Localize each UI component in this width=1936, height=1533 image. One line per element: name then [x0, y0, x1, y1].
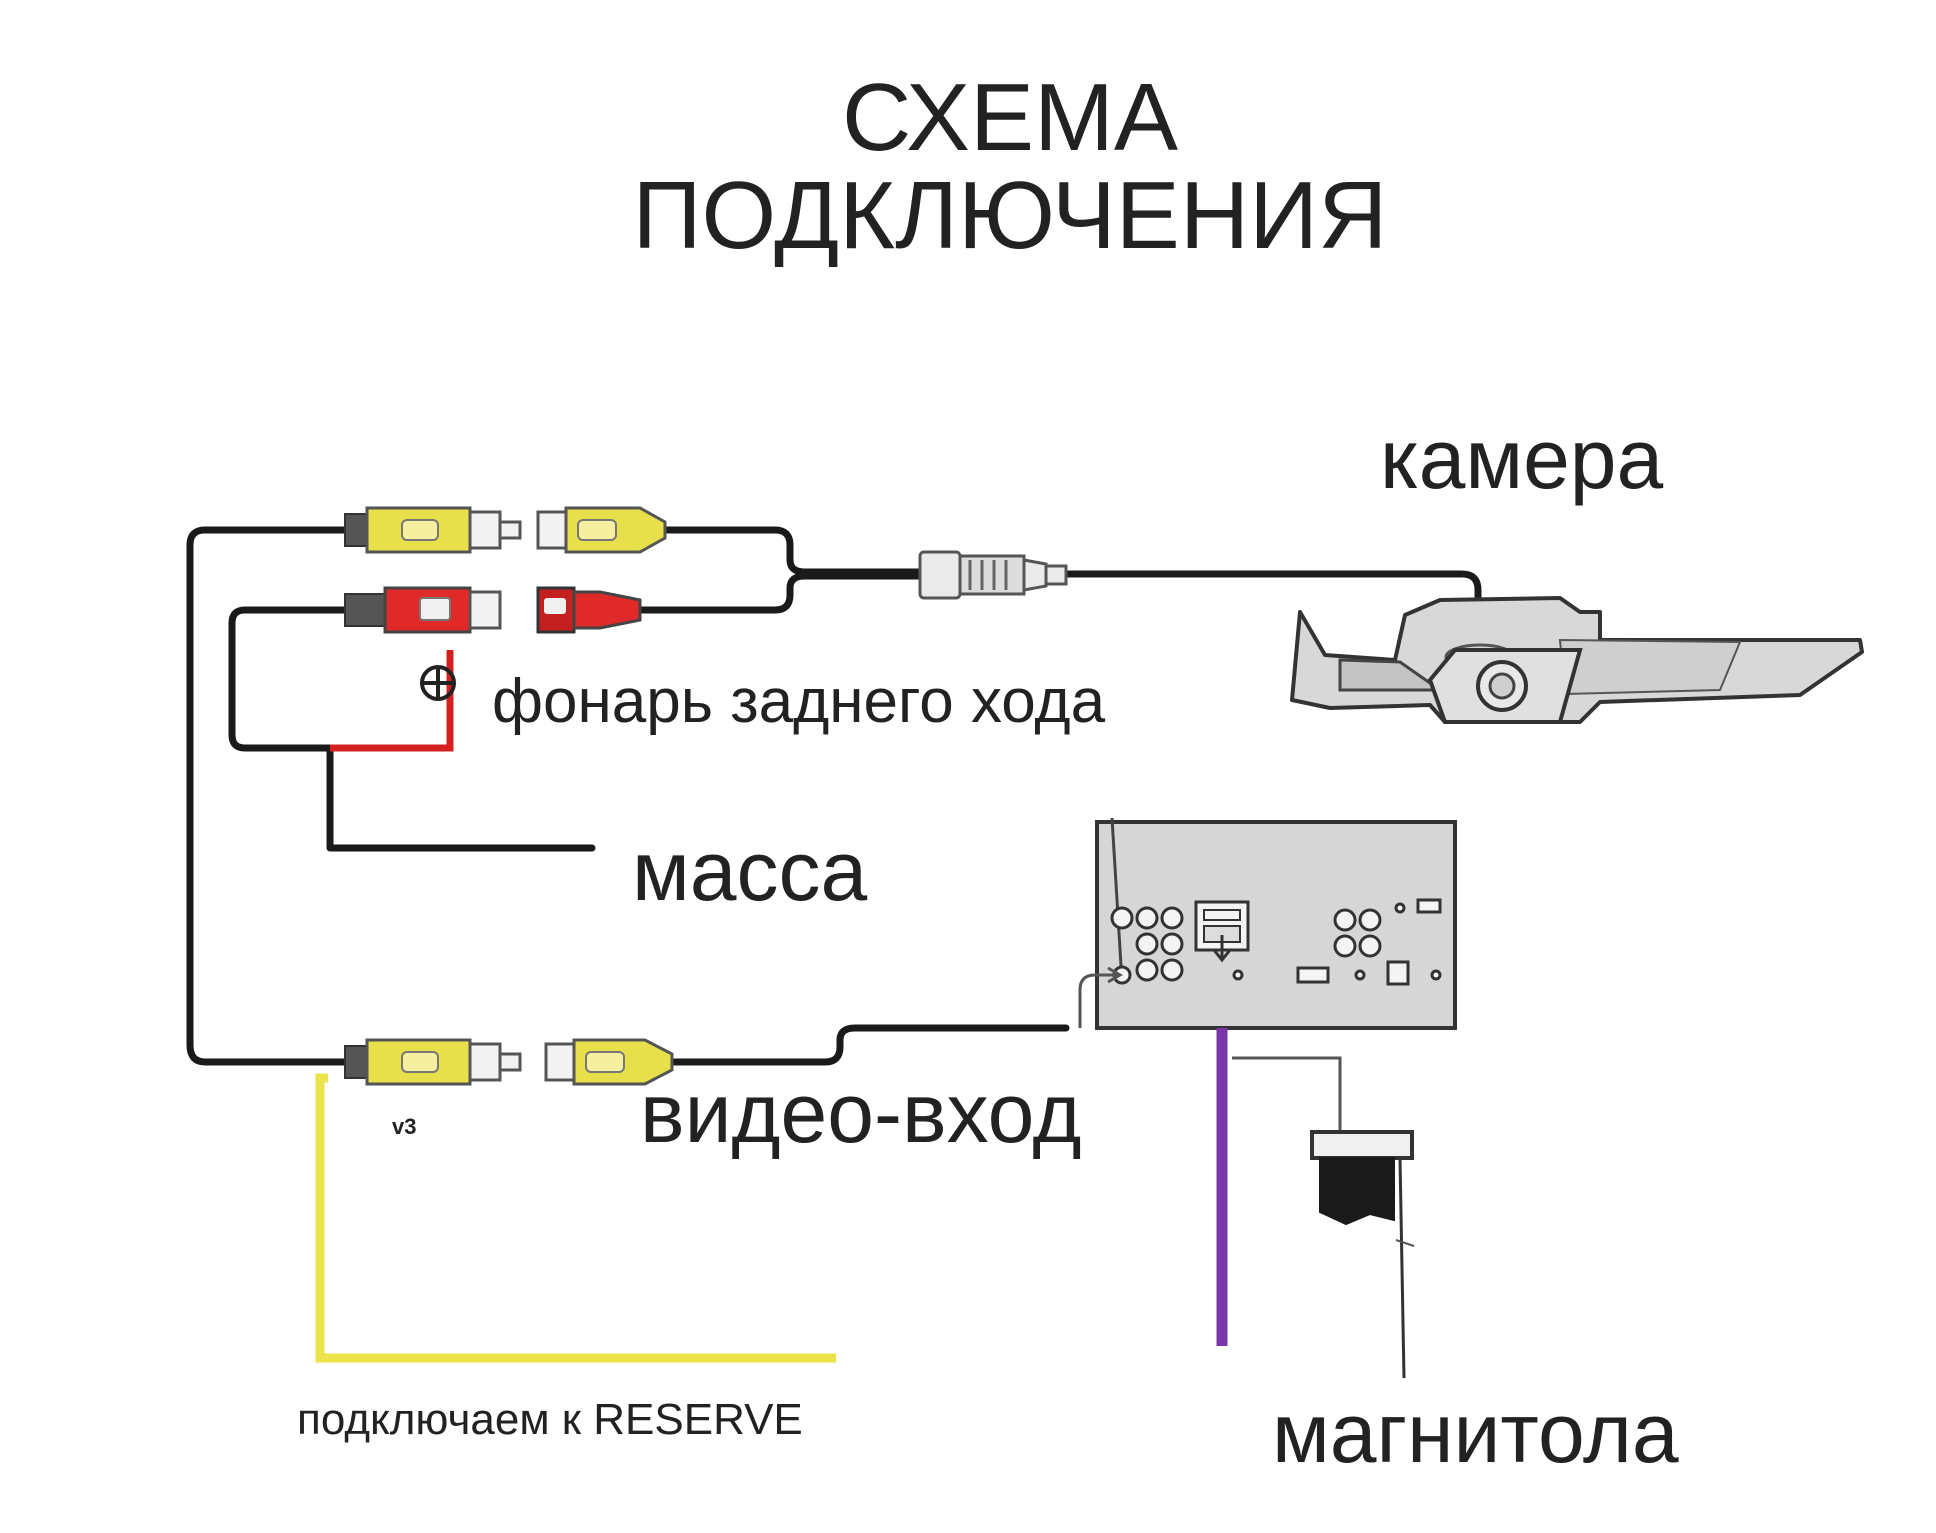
- video-input-wire: [668, 1024, 1070, 1066]
- label-camera: камера: [1380, 412, 1663, 506]
- input-arrow: [1078, 973, 1118, 1028]
- camera-power-branch: [636, 572, 924, 614]
- camera-video-branch: [661, 526, 924, 576]
- camera-device: [1290, 596, 1864, 724]
- reserve-wire: [315, 1073, 836, 1363]
- rca-socket-red-right: [536, 586, 642, 634]
- label-reverse-light: фонарь заднего хода: [492, 667, 1106, 736]
- rca-socket-yellow-bottom-right: [544, 1038, 674, 1086]
- label-reserve: подключаем к RESERVE: [297, 1395, 803, 1444]
- label-ground: масса: [632, 824, 867, 918]
- video-cable-wire: [186, 526, 349, 1066]
- rca-plug-yellow-top-left: [344, 506, 522, 554]
- label-v3: v3: [392, 1114, 416, 1139]
- title-line-1: СХЕМА: [842, 64, 1178, 171]
- wires: [186, 526, 1482, 1066]
- gray-wire: [1232, 1056, 1342, 1132]
- rca-plug-yellow-bottom-left: [344, 1038, 522, 1086]
- title-line-2: ПОДКЛЮЧЕНИЯ: [633, 162, 1388, 269]
- rca-socket-yellow-top-right: [536, 506, 667, 554]
- plus-in-circle-icon: [420, 665, 456, 701]
- ground-wire: [326, 744, 596, 852]
- head-unit-device: [1095, 817, 1457, 1030]
- label-video-input: видео-вход: [640, 1066, 1082, 1160]
- cable-splitter-connector: [918, 550, 1068, 600]
- rca-plug-red-left: [344, 586, 502, 634]
- input-arrow-head: [1107, 966, 1123, 984]
- camera-cable: [1061, 570, 1482, 616]
- harness-connector: [1310, 1130, 1415, 1379]
- power-loop-wire: [228, 606, 349, 752]
- label-head-unit: магнитола: [1272, 1386, 1679, 1480]
